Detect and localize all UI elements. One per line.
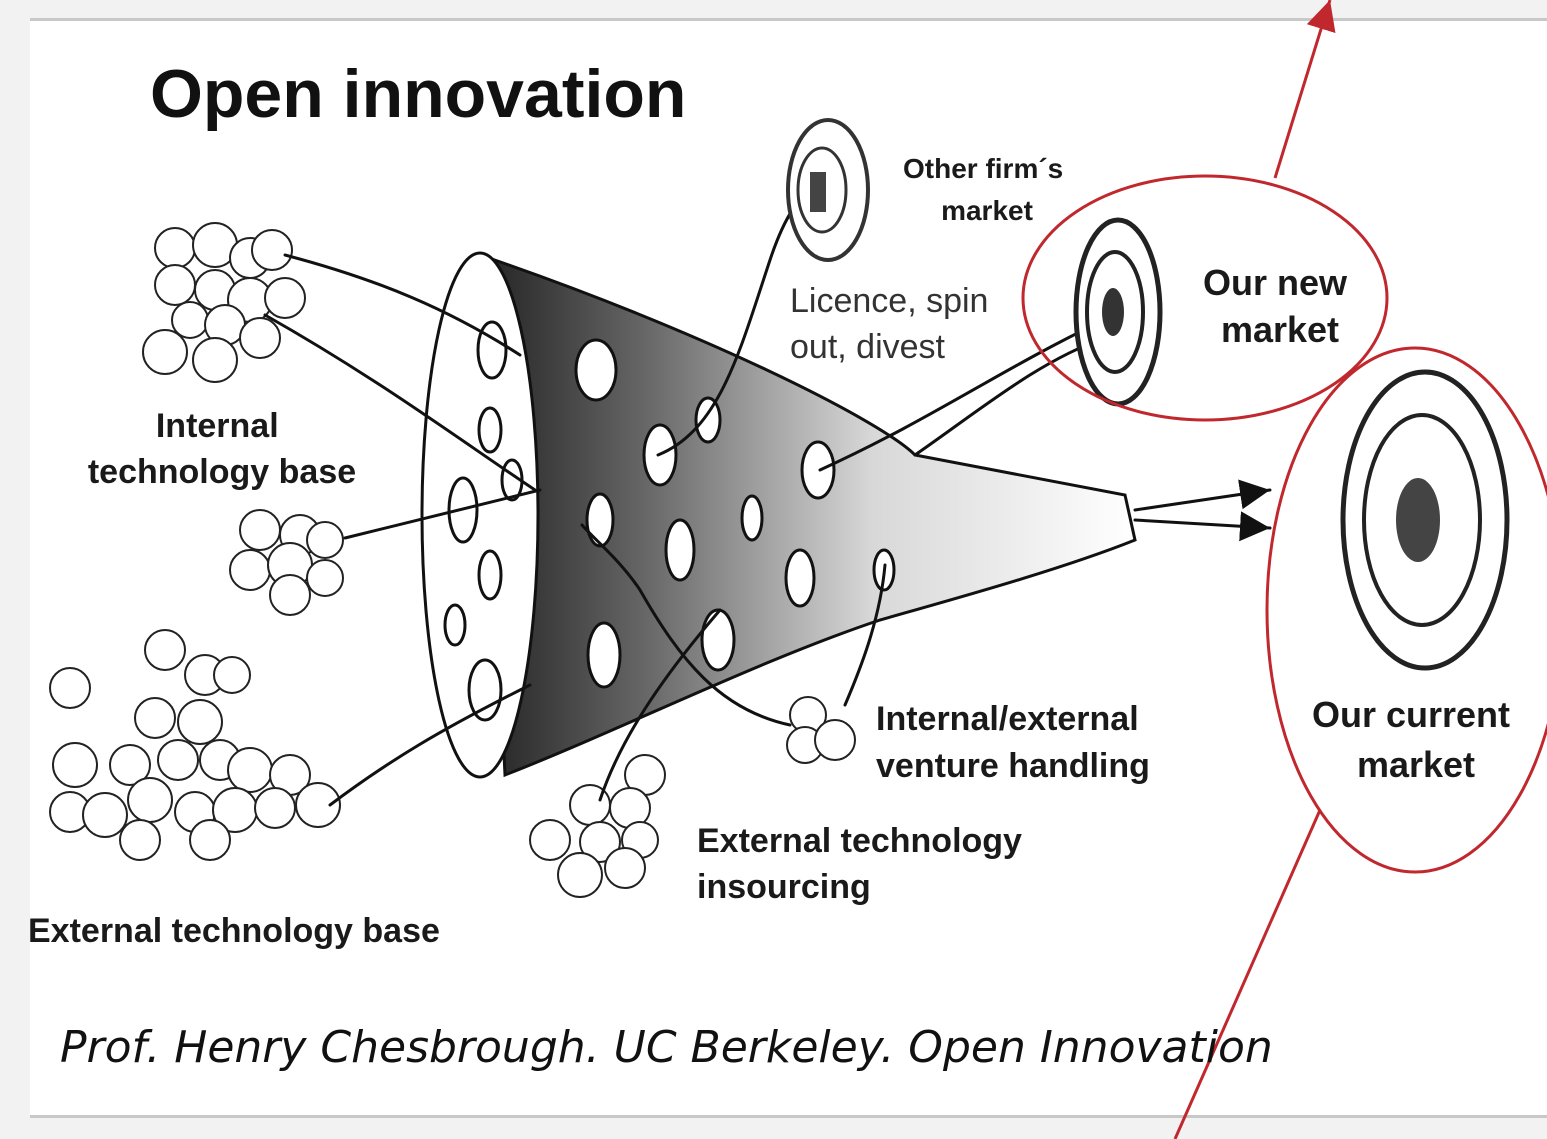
new-market-target <box>1073 217 1163 407</box>
current-market-highlight <box>1265 346 1547 874</box>
technology-flow-lines <box>263 186 1272 807</box>
red-arrow-up <box>1273 0 1336 179</box>
new-market-highlight <box>1021 174 1389 422</box>
external-technology-bubbles <box>49 629 341 861</box>
insourcing-bubbles <box>529 754 666 898</box>
internal-base-label: Internal technology base <box>88 407 356 491</box>
diagram-title: Open innovation <box>150 56 686 132</box>
external-insourcing-label: External technology insourcing <box>697 822 1031 906</box>
current-market-target <box>1340 369 1510 671</box>
venture-handling-label: Internal/external venture handling <box>876 700 1150 785</box>
red-arrow-down <box>1173 809 1322 1139</box>
venture-bubbles <box>786 696 856 764</box>
internal-technology-bubbles <box>142 222 306 383</box>
external-base-label: External technology base <box>28 912 440 950</box>
innovation-funnel <box>420 251 1137 779</box>
source-caption: Prof. Henry Chesbrough. UC Berkeley. Ope… <box>60 1022 1273 1073</box>
current-market-label: Our current market <box>1312 694 1520 785</box>
other-firm-market-target <box>786 118 870 262</box>
internal-small-bubbles <box>229 509 344 616</box>
new-market-label: Our new market <box>1203 262 1357 350</box>
licence-label: Licence, spin out, divest <box>790 282 998 366</box>
highlight-annotations <box>1021 0 1547 1139</box>
other-firm-market-label: Other firm´s market <box>903 153 1071 226</box>
